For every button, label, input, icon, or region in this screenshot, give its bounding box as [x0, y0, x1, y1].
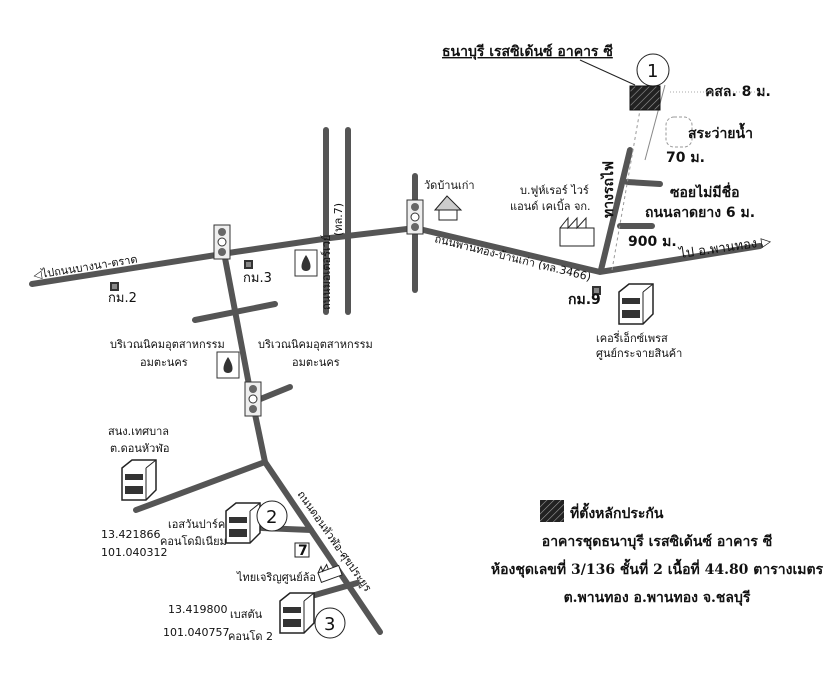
marker-2[interactable] — [256, 500, 288, 532]
map-title: ธนาบุรี เรสซิเด้นซ์ อาคาร ซี — [442, 43, 613, 60]
condo3-road — [312, 580, 360, 598]
traffic-light-icon — [244, 381, 262, 417]
railway-label: ทางรถไฟ — [599, 161, 617, 218]
municipal-label-2: ต.ดอนหัวฬ่อ — [110, 442, 169, 455]
industrial-cross-road — [192, 301, 278, 323]
marker-3-label: 3 — [324, 614, 335, 635]
soi-label: ซอยไม่มีชื่อ — [670, 182, 740, 201]
pool-label: สระว่ายน้ำ — [688, 122, 753, 142]
factory-label-2: แอนด์ เคเบิ้ล จก. — [510, 198, 591, 213]
canal-label: คสล. 8 ม. — [705, 84, 771, 100]
condo-2-label-1: เอสวันปาร์ค — [168, 518, 225, 531]
soi-road-1 — [624, 179, 663, 187]
tyre-shop-label: ไทยเจริญศูนย์ล้อ — [236, 571, 316, 584]
legend-symbol-label: ที่ตั้งหลักประกัน — [570, 502, 664, 522]
legend-line-1: อาคารชุดธนาบุรี เรสซิเด้นซ์ อาคาร ซี — [542, 533, 773, 550]
distance-70-label: 70 ม. — [666, 150, 705, 166]
marker-2-label: 2 — [266, 507, 277, 528]
condo-3-label-2: คอนโด 2 — [228, 629, 273, 643]
km3-label: กม.3 — [243, 271, 272, 286]
condo-2-label-2: คอนโดมิเนียม — [160, 534, 227, 548]
railway-road — [598, 147, 633, 273]
industrial-label-b-2: อมตะนคร — [292, 356, 340, 369]
marker-1-label: 1 — [647, 61, 658, 82]
condo-3-label-1: เบสตัน — [230, 608, 263, 621]
coord-2-lat: 13.421866 — [101, 528, 161, 541]
legend: ที่ตั้งหลักประกัน อาคารชุดธนาบุรี เรสซิเ… — [491, 500, 824, 606]
municipal-road — [133, 459, 268, 513]
industrial-road — [222, 255, 383, 635]
legend-site-symbol — [540, 500, 564, 522]
legend-line-2: ห้องชุดเลขที่ 3/136 ชั้นที่ 2 เนื้อที่ 4… — [491, 558, 824, 578]
canal-line — [644, 84, 666, 161]
municipal-label-1: สนง.เทศบาล — [108, 425, 169, 438]
to-phanthong-label: ไป อ.พานทอง ▷ — [677, 233, 772, 262]
km9-label: กม.9 — [568, 292, 601, 308]
pool-icon — [665, 116, 693, 148]
km2-label: กม.2 — [108, 291, 137, 306]
side-road — [255, 384, 293, 403]
industrial-label-a-1: บริเวณนิคมอุตสาหกรรม — [110, 338, 225, 351]
km-marker-3-icon — [244, 260, 253, 269]
municipal-building-icon — [121, 459, 157, 501]
factory-icon — [559, 216, 595, 247]
km-marker-2-icon — [110, 282, 119, 291]
distance-900-label: 900 ม. — [628, 234, 677, 250]
ptt-station-icon — [294, 249, 318, 277]
condo-3-building-icon — [279, 592, 315, 634]
seven-eleven-label: 7 — [298, 543, 308, 559]
temple-icon — [433, 195, 463, 221]
roads — [29, 84, 763, 635]
marker-3[interactable] — [314, 607, 346, 639]
legend-line-3: ต.พานทอง อ.พานทอง จ.ชลบุรี — [564, 590, 751, 606]
warehouse-label-2: ศูนย์กระจายสินค้า — [596, 347, 682, 360]
warehouse-label-1: เคอรี่เอ็กซ์เพรส — [596, 330, 668, 345]
coord-3-lng: 101.040757 — [163, 626, 229, 639]
temple-label: วัดบ้านเก่า — [424, 179, 475, 192]
main-road — [29, 224, 763, 287]
soi-road-label: ถนนลาดยาง 6 ม. — [645, 205, 755, 221]
coord-2-lng: 101.040312 — [101, 546, 167, 559]
warehouse-building-icon — [618, 283, 654, 325]
title-leader — [579, 59, 636, 86]
seven-eleven-icon — [294, 542, 310, 558]
industrial-label-a-2: อมตะนคร — [140, 356, 188, 369]
factory-label-1: บ.ฟูห์เรอร์ ไวร์ — [520, 184, 589, 197]
traffic-light-icon — [213, 224, 231, 260]
collateral-site[interactable] — [629, 85, 661, 111]
highway-7-label: (ทล.7) — [332, 203, 345, 236]
motorway-label: ถนนมอเตอร์เวย์ — [320, 235, 333, 310]
traffic-light-icon — [406, 199, 424, 235]
tyre-shop-icon — [317, 563, 343, 584]
industrial-label-b-1: บริเวณนิคมอุตสาหกรรม — [258, 338, 373, 351]
ptt-station-icon — [216, 351, 240, 379]
condo-2-building-icon — [225, 502, 261, 544]
coord-3-lat: 13.419800 — [168, 603, 228, 616]
